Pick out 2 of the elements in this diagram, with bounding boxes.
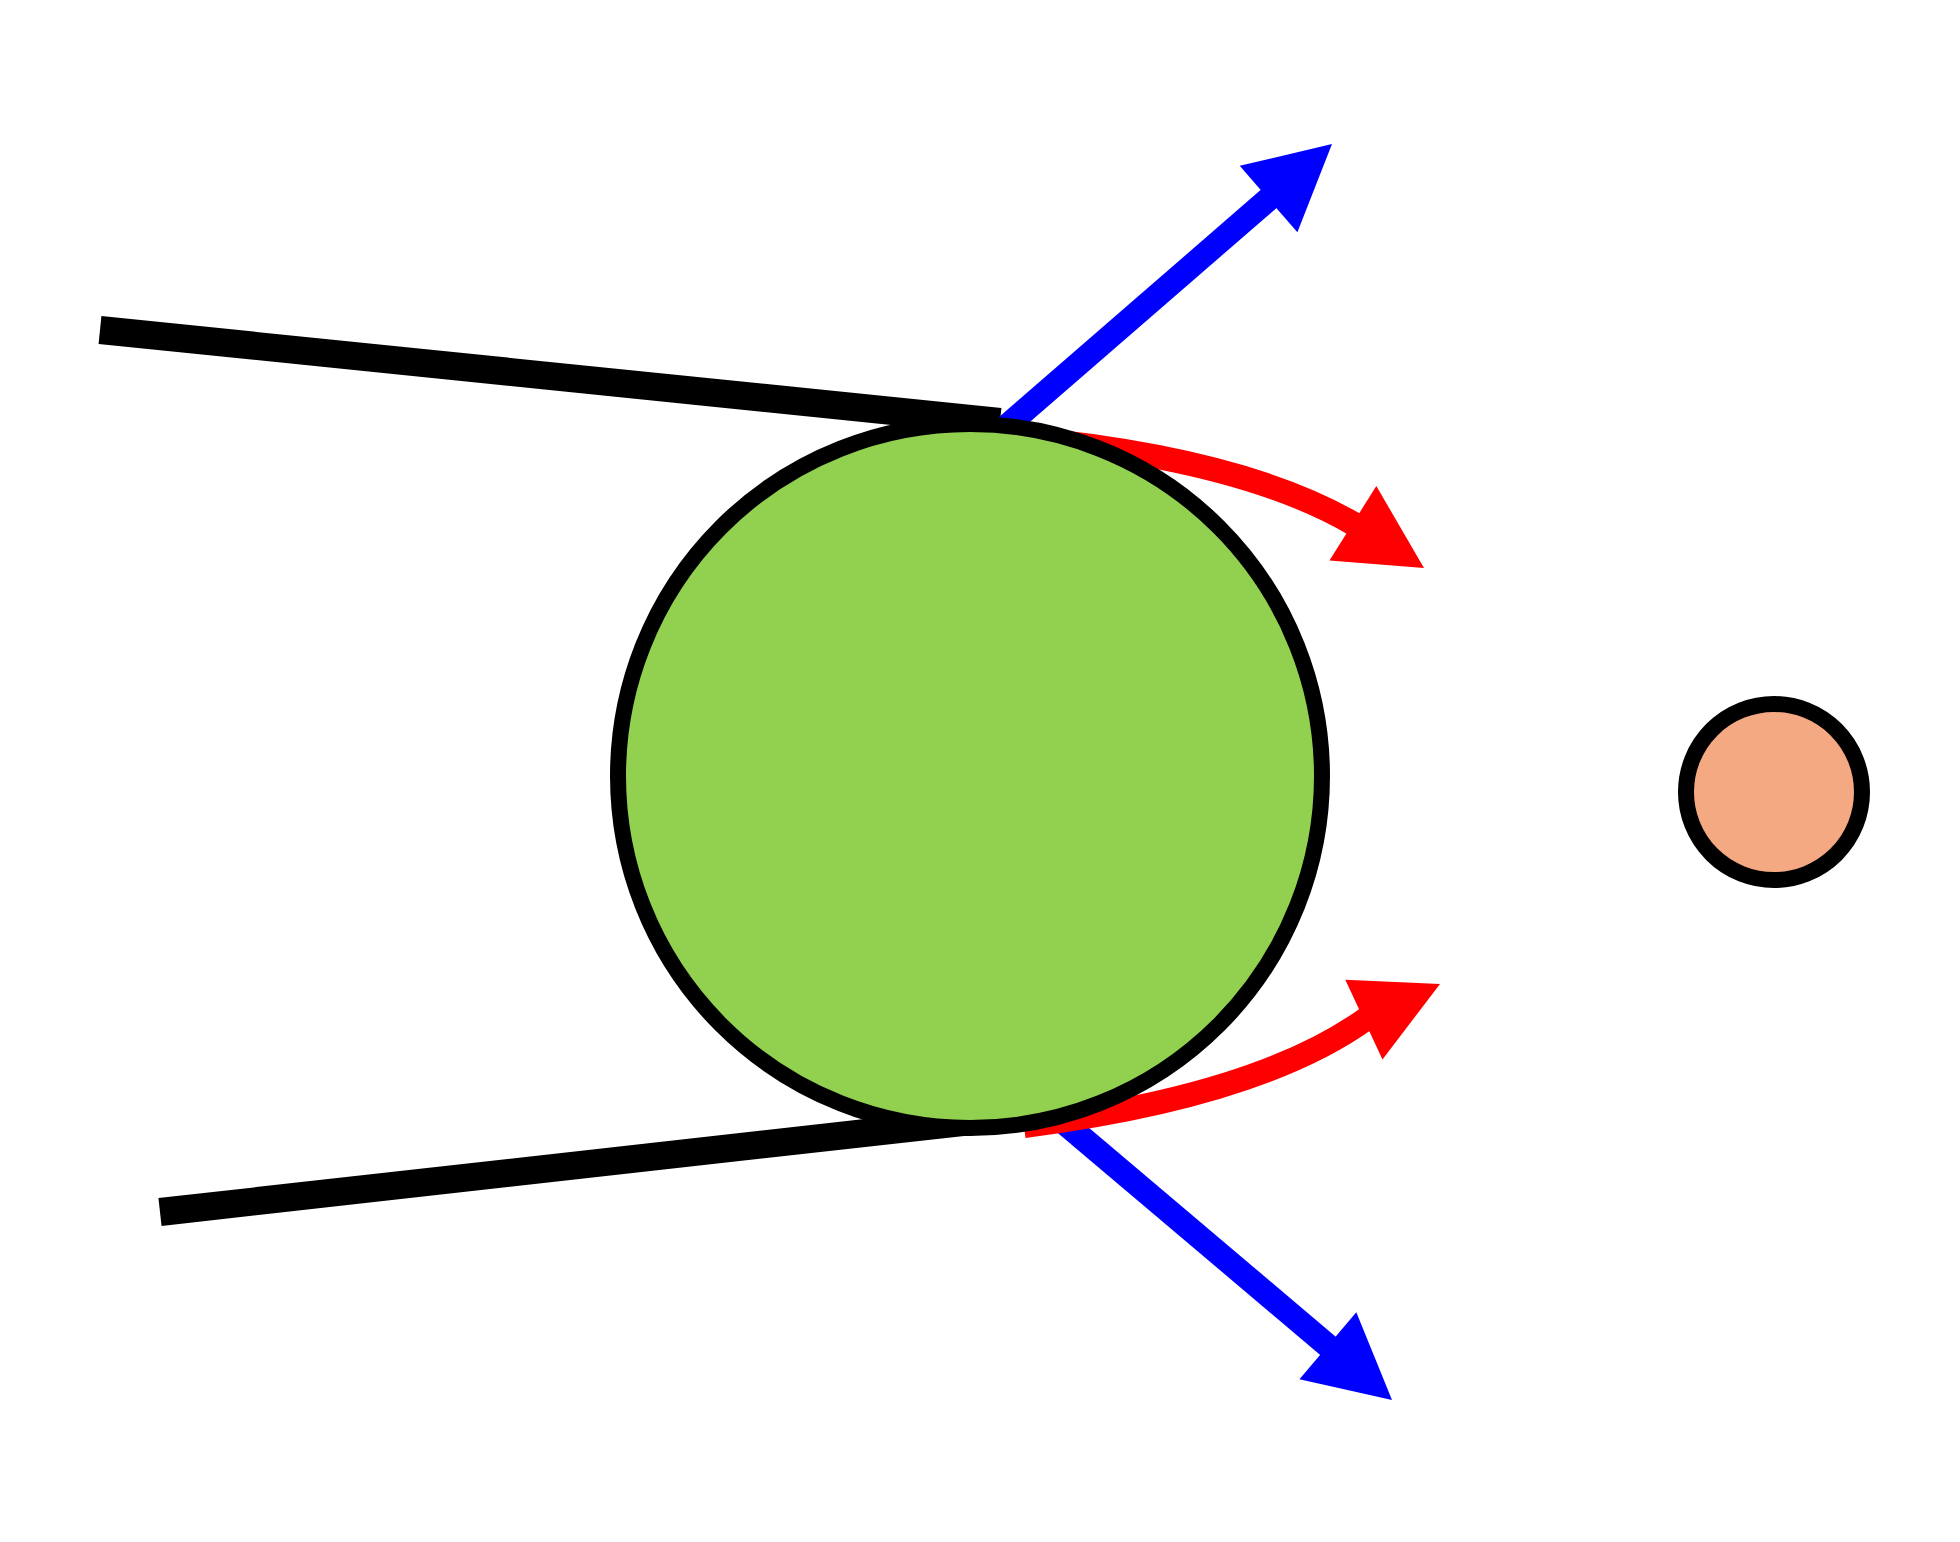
ball-circle	[610, 416, 1330, 1136]
small-circle	[1678, 696, 1870, 888]
